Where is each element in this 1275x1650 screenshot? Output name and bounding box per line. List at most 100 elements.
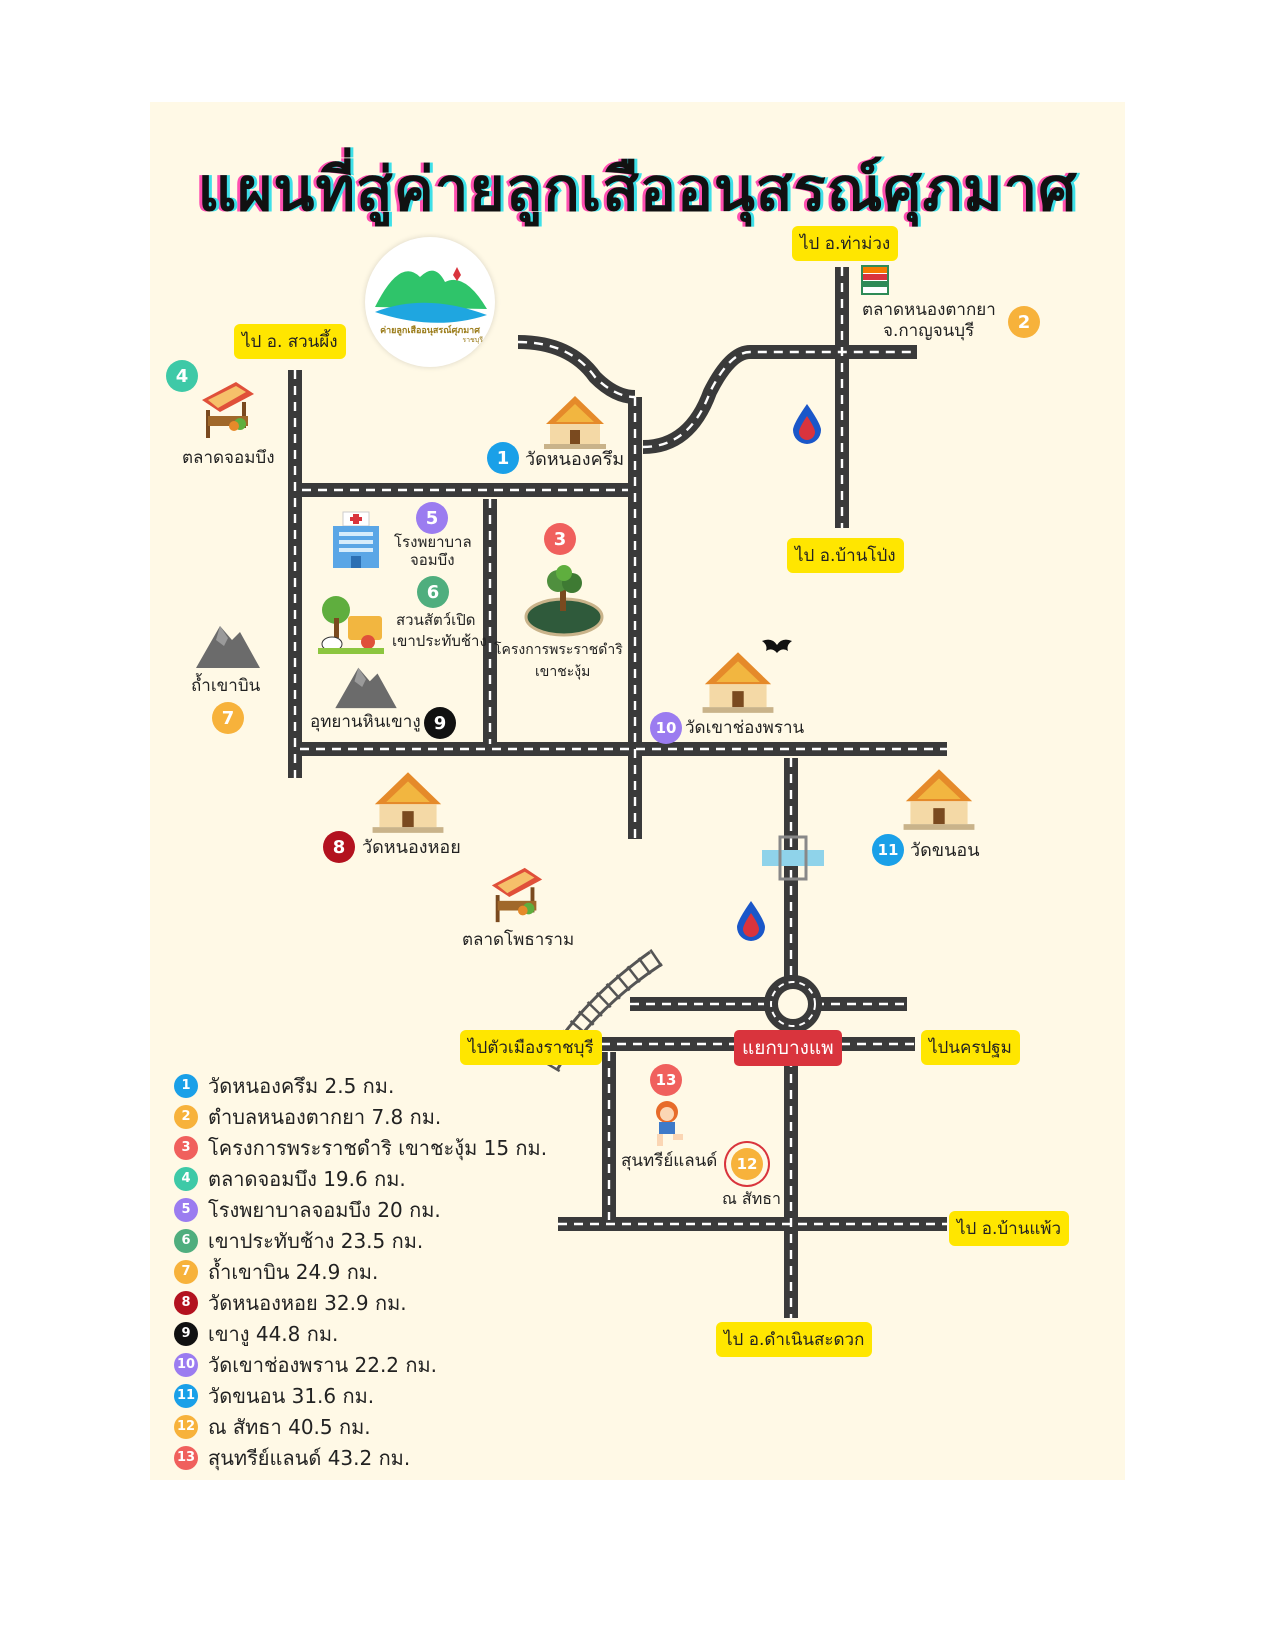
legend-badge: 4 [174,1166,198,1191]
place-label-photharam-market: ตลาดโพธาราม [462,930,575,950]
marker-10: 10 [650,712,682,744]
legend-badge: 7 [174,1259,198,1284]
legend-badge: 12 [174,1414,198,1439]
direction-ban-phaeo: ไป อ.บ้านแพ้ว [949,1211,1070,1246]
legend-badge: 13 [174,1445,198,1470]
mountain-logo-icon [375,267,487,323]
legend-text: เขางู 44.8 กม. [208,1321,339,1346]
legend-row: 13 สุนทรีย์แลนด์ 43.2 กม. [174,1442,547,1473]
place-label-2a: ตลาดหนองตากยา [862,300,996,320]
rail-tie [649,949,663,967]
marker-9: 9 [424,707,456,739]
rail-tie [595,991,612,1009]
legend-text: ณ สัทธา 40.5 กม. [208,1414,371,1439]
rail-tie [586,1001,603,1017]
place-label-4: ตลาดจอมบึง [182,448,275,468]
marker-11: 11 [872,834,904,866]
legend-row: 5 โรงพยาบาลจอมบึง 20 กม. [174,1194,547,1225]
place-label-1: วัดหนองครึม [525,449,625,470]
mountain-icon [196,626,260,668]
page-title: แผนที่สู่ค่ายลูกเสืออนุสรณ์ศุภมาศ [197,155,1078,225]
temple-icon [544,396,606,449]
direction-tha-muang: ไป อ.ท่าม่วง [792,226,899,261]
marker-6: 6 [417,576,449,608]
direction-ban-pong: ไป อ.บ้านโป่ง [787,538,904,573]
road-segment [642,345,917,454]
logo-text: ค่ายลูกเสืออนุสรณ์ศุภมาศ [380,326,480,336]
place-label-3a: โครงการพระราชดำริ [494,642,623,658]
place-label-13: สุนทรีย์แลนด์ [621,1151,718,1171]
roundabout [764,975,822,1033]
marker-12: 12 [731,1148,763,1180]
legend-badge: 10 [174,1352,198,1377]
place-label-12: ณ สัทธา [722,1189,781,1208]
legend-badge: 6 [174,1228,198,1253]
market-stall-icon [202,382,254,438]
direction-nakhon-pathom: ไปนครปฐม [921,1030,1020,1065]
temple-icon [702,652,774,713]
legend-row: 6 เขาประทับช้าง 23.5 กม. [174,1225,547,1256]
legend-text: สุนทรีย์แลนด์ 43.2 กม. [208,1445,411,1470]
temple-icon [372,772,444,833]
legend-text: วัดขนอน 31.6 กม. [208,1383,375,1408]
convenience-store-icon [861,265,889,295]
rail-tie [626,965,641,983]
place-label-10: วัดเขาช่องพราน [685,718,805,738]
place-label-2b: จ.กาญจนบุรี [883,321,975,341]
marker-13: 13 [650,1064,682,1096]
place-label-3b: เขาชะงุ้ม [535,664,591,680]
junction-bang-phae: แยกบางแพ [734,1030,842,1066]
legend-badge: 5 [174,1197,198,1222]
legend-badge: 1 [174,1073,198,1098]
legend-text: ถ้ำเขาบิน 24.9 กม. [208,1259,379,1284]
bridge [762,835,824,881]
place-label-9: อุทยานหินเขางู [310,712,421,732]
legend-badge: 3 [174,1135,198,1160]
place-label-5b: จอมบึง [410,551,455,569]
legend-row: 7 ถ้ำเขาบิน 24.9 กม. [174,1256,547,1287]
zoo-icon [318,596,384,654]
direction-suan-phueng: ไป อ. สวนผึ้ง [234,324,346,359]
legend-text: ตำบลหนองตากยา 7.8 กม. [208,1104,442,1129]
road-segment [517,335,636,404]
legend-text: โรงพยาบาลจอมบึง 20 กม. [208,1197,441,1222]
legend-row: 2 ตำบลหนองตากยา 7.8 กม. [174,1101,547,1132]
rail-tie [615,974,631,992]
legend-row: 10 วัดเขาช่องพราน 22.2 กม. [174,1349,547,1380]
direction-ratchaburi: ไปตัวเมืองราชบุรี [460,1030,602,1065]
marker-8: 8 [323,831,355,863]
marker-4: 4 [166,360,198,392]
legend-badge: 8 [174,1290,198,1315]
logo-subtext: ราชบุรี [462,336,483,344]
bat-icon [762,639,792,653]
rail-tie [637,957,652,975]
place-label-8: วัดหนองหอย [362,837,461,858]
legend-text: วัดเขาช่องพราน 22.2 กม. [208,1352,438,1377]
legend-text: ตลาดจอมบึง 19.6 กม. [208,1166,406,1191]
fuel-drop-icon [793,404,821,444]
legend-text: เขาประทับช้าง 23.5 กม. [208,1228,424,1253]
legend-badge: 11 [174,1383,198,1408]
legend-row: 8 วัดหนองหอย 32.9 กม. [174,1287,547,1318]
legend-badge: 2 [174,1104,198,1129]
rail-tie [577,1010,595,1026]
marker-2: 2 [1008,306,1040,338]
camp-logo: ค่ายลูกเสืออนุสรณ์ศุภมาศ ราชบุรี [365,237,495,367]
map-poster: แผนที่สู่ค่ายลูกเสืออนุสรณ์ศุภมาศ ค่ายลู… [150,102,1125,1480]
road-centerline [642,350,917,449]
hospital-icon [333,511,379,568]
mountain-icon [335,667,397,709]
legend-text: โครงการพระราชดำริ เขาชะงุ้ม 15 กม. [208,1135,548,1160]
royal-project-tree-icon [524,565,604,637]
fuel-drop-icon [737,901,765,941]
legend-text: วัดหนองหอย 32.9 กม. [208,1290,407,1315]
legend-row: 11 วัดขนอน 31.6 กม. [174,1380,547,1411]
place-label-11: วัดขนอน [910,840,980,861]
legend-row: 4 ตลาดจอมบึง 19.6 กม. [174,1163,547,1194]
marker-5: 5 [416,502,448,534]
doll-icon [656,1101,683,1146]
place-label-5a: โรงพยาบาล [394,533,472,551]
